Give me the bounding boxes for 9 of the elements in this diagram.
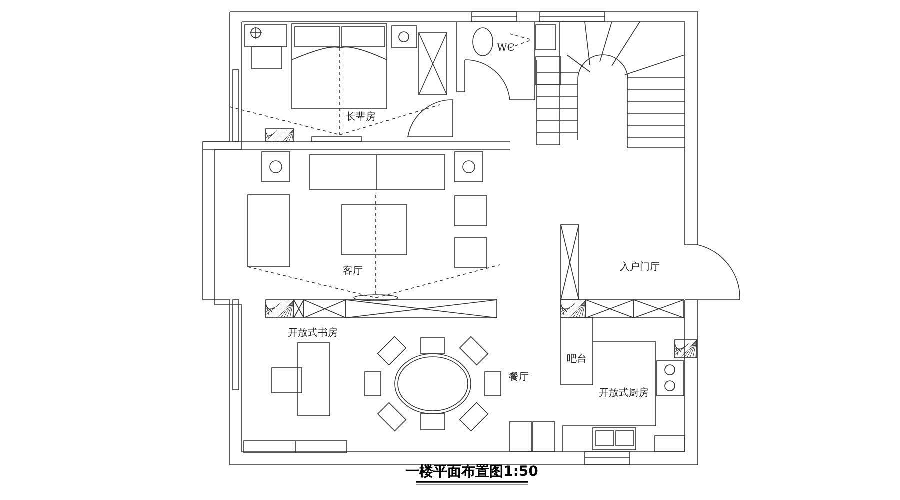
room-label: WC [497, 44, 515, 54]
room-label: 开放式书房 [288, 329, 338, 339]
room-label: 客厅 [343, 267, 363, 277]
room-label: 开放式厨房 [599, 389, 649, 399]
room-label: 餐厅 [509, 373, 529, 383]
drawing-title: 一楼平面布置图1:50 [406, 465, 538, 479]
room-label: 入户门厅 [620, 263, 660, 273]
room-label: 长辈房 [346, 113, 376, 123]
room-label: 吧台 [567, 355, 587, 365]
